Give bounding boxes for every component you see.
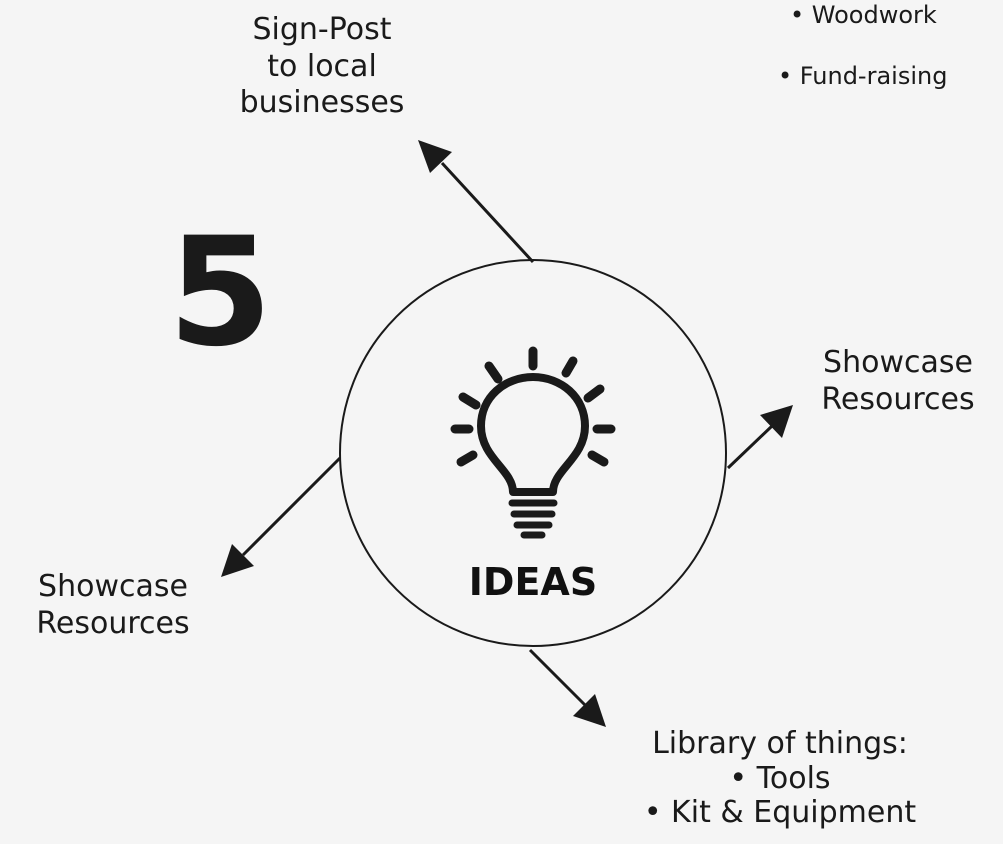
branch-top-right-list: • Woodwork [790,0,937,27]
branch-signpost-line: businesses [239,85,405,121]
branch-showcase-left-line: Resources [36,605,190,641]
branch-showcase-right-line: Resources [821,381,975,417]
branch-showcase-left-line: Showcase [38,569,188,604]
branch-library: Library of things: • Tools • Kit & Equip… [600,726,960,831]
step-number: 5 [168,206,273,380]
arrow-to-signpost [418,140,535,264]
branch-showcase-left: Showcase Resources [8,569,218,642]
branch-signpost-line: to local [267,48,377,84]
branch-showcase-right-line: Showcase [823,345,973,380]
branch-library-line: Library of things: [652,726,908,761]
branch-signpost-line: Sign-Post [252,12,392,47]
branch-top-right-list-2: • Fund-raising [778,64,947,88]
arrow-to-showcase-right [726,405,793,470]
list-item: • Woodwork [790,1,937,29]
hub-label: IDEAS [468,560,598,604]
arrow-to-library [528,648,606,727]
branch-showcase-right: Showcase Resources [798,345,998,418]
arrow-to-showcase-left [221,456,342,577]
branch-library-line: • Tools [729,760,831,796]
branch-signpost: Sign-Post to local businesses [212,12,432,122]
lightbulb-icon [450,346,616,539]
list-item: • Fund-raising [778,62,948,90]
branch-library-line: • Kit & Equipment [643,795,917,830]
